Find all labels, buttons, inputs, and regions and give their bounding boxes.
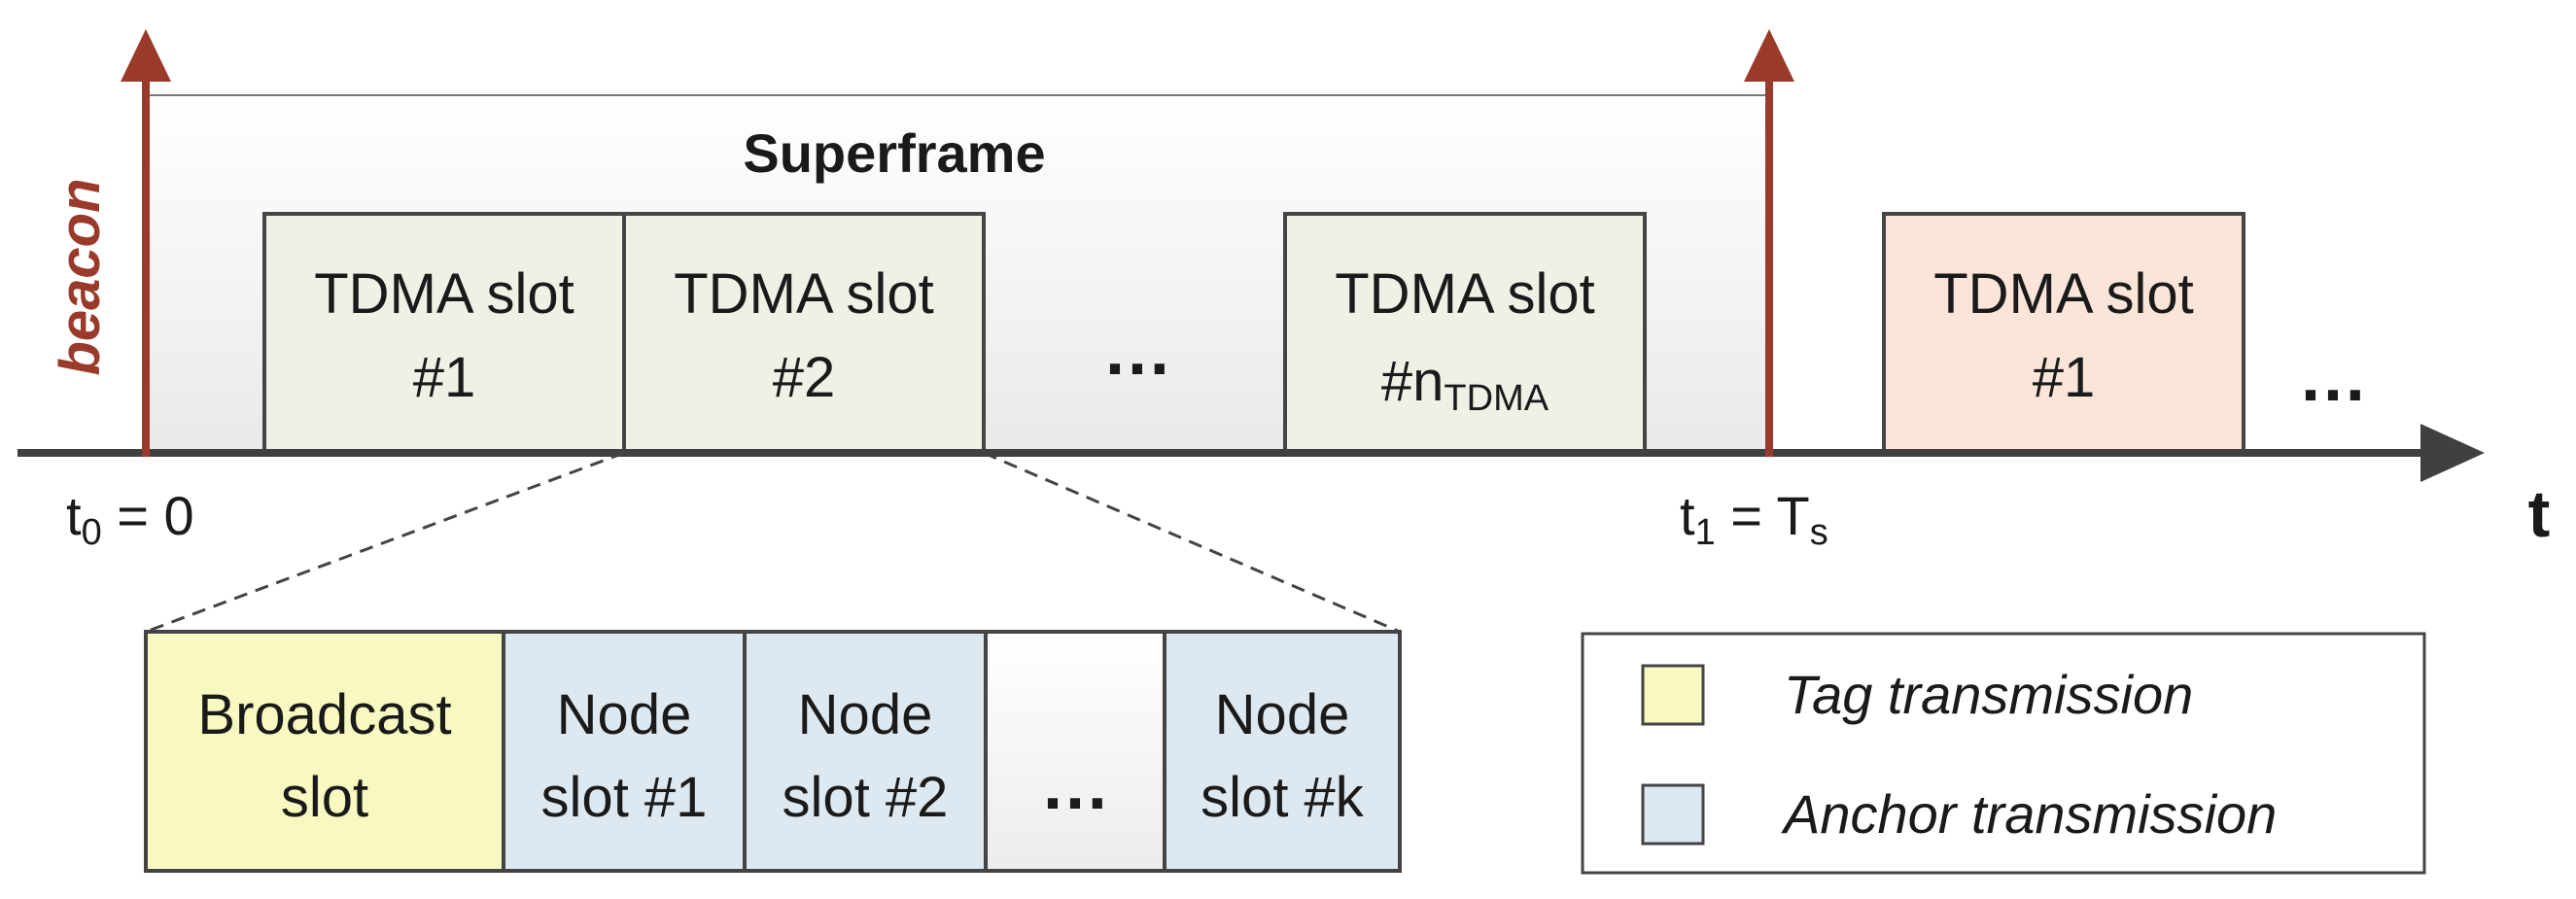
node-slot-1-line1: Node <box>557 683 692 746</box>
t1-label: t1 = Ts <box>1680 485 1828 553</box>
t1-sub2: s <box>1810 512 1828 553</box>
tdma-slot-1: TDMA slot #1 <box>262 212 626 455</box>
t0-label: t0 = 0 <box>66 485 194 553</box>
node-slot-2: Node slot #2 <box>743 630 988 873</box>
node-slot-1: Node slot #1 <box>502 630 747 873</box>
tdma-slot-2: TDMA slot #2 <box>622 212 986 455</box>
superframe-label: Superframe <box>743 122 1045 184</box>
t0-main: t <box>66 485 82 546</box>
tdma-slot-n-box <box>1283 212 1647 455</box>
zoom-line-right <box>983 451 1401 634</box>
legend-box <box>1581 632 2426 875</box>
beacon-label: beacon <box>49 178 112 375</box>
sub-slot-ellipsis: … <box>1040 746 1110 824</box>
beacon-arrow-end-head <box>1744 29 1794 82</box>
tdma-slot-n-title: TDMA slot <box>1335 262 1595 326</box>
node-slot-2-line2: slot #2 <box>783 766 949 829</box>
t1-sub: 1 <box>1695 512 1716 553</box>
tdma-slot-n-hash: #n <box>1381 350 1445 413</box>
tdma-slot-n: TDMA slot #nTDMA <box>1283 212 1647 455</box>
legend-label-anchor: Anchor transmission <box>1781 783 2277 845</box>
tdma-slot-1-number: #1 <box>413 346 476 409</box>
tdma-ellipsis: … <box>1102 312 1172 390</box>
t0-value: = 0 <box>102 485 194 546</box>
tdma-slot-n-number: #nTDMA <box>1381 350 1549 419</box>
node-slot-k-line1: Node <box>1215 683 1350 746</box>
sub-slot-gap-box <box>984 630 1166 873</box>
node-slot-k-box <box>1163 630 1402 873</box>
t1-mid: = T <box>1716 485 1810 546</box>
broadcast-slot-line1: Broadcast <box>197 683 451 746</box>
legend-label-tag: Tag transmission <box>1784 664 2193 725</box>
trailing-ellipsis: … <box>2298 338 2368 416</box>
legend-swatch-anchor <box>1641 783 1705 846</box>
tdma-slot-2-number: #2 <box>773 346 836 409</box>
tdma-slot-2-title: TDMA slot <box>674 262 934 326</box>
beacon-arrow-start-head <box>121 29 171 82</box>
node-slot-k-line2: slot #k <box>1201 766 1365 829</box>
legend: Tag transmission Anchor transmission <box>1581 632 2426 875</box>
tdma-slot-1-title: TDMA slot <box>314 262 574 326</box>
tdma-slot-n-sub: TDMA <box>1444 378 1549 419</box>
node-slot-1-box <box>502 630 747 873</box>
node-slot-1-line2: slot #1 <box>541 766 708 829</box>
broadcast-slot: Broadcast slot <box>144 630 505 873</box>
next-tdma-slot-1-number: #1 <box>2033 346 2096 409</box>
tdma-slot-2-box <box>622 212 986 455</box>
legend-swatch-tag <box>1641 664 1705 726</box>
zoom-line-left <box>145 451 625 634</box>
next-tdma-slot-1: TDMA slot #1 <box>1882 212 2245 455</box>
broadcast-slot-box <box>144 630 505 873</box>
t1-main: t <box>1680 485 1695 546</box>
time-axis-label: t <box>2528 477 2551 551</box>
time-axis-arrowhead <box>2420 424 2485 482</box>
t0-sub: 0 <box>82 512 102 553</box>
node-slot-k: Node slot #k <box>1163 630 1402 873</box>
tdma-slot-1-box <box>262 212 626 455</box>
next-tdma-slot-1-box <box>1882 212 2245 455</box>
sub-slot-gap: … <box>984 630 1166 873</box>
next-tdma-slot-1-title: TDMA slot <box>1933 262 2194 326</box>
broadcast-slot-line2: slot <box>281 766 368 829</box>
node-slot-2-line1: Node <box>798 683 933 746</box>
node-slot-2-box <box>743 630 988 873</box>
